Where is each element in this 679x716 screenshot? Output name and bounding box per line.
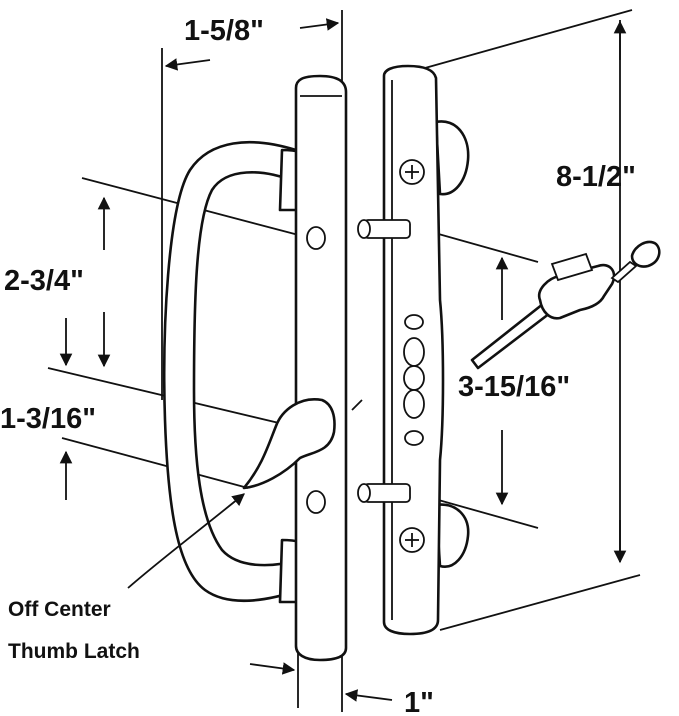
dimension-labels: 1-5/8" 8-1/2" 2-3/4" 1-3/16" 3-15/16" 1": [0, 15, 636, 716]
key-cylinder: [470, 240, 661, 370]
callout-line-2: Thumb Latch: [8, 640, 140, 663]
interior-plate: [357, 64, 470, 636]
dimension-screw-spacing: 3-15/16": [458, 371, 570, 403]
callout-line-1: Off Center: [8, 598, 111, 621]
thumb-latch-callout: Off Center Thumb Latch: [8, 598, 140, 663]
dimension-width-top: 1-5/8": [184, 15, 264, 47]
dimension-latch-offset: 1-3/16": [0, 403, 96, 435]
dimension-height-total: 8-1/2": [556, 161, 636, 193]
exterior-handle: [127, 74, 363, 662]
dimension-upper-offset: 2-3/4": [4, 265, 84, 297]
dimension-thickness: 1": [404, 687, 434, 716]
dimension-lines: [47, 9, 641, 712]
